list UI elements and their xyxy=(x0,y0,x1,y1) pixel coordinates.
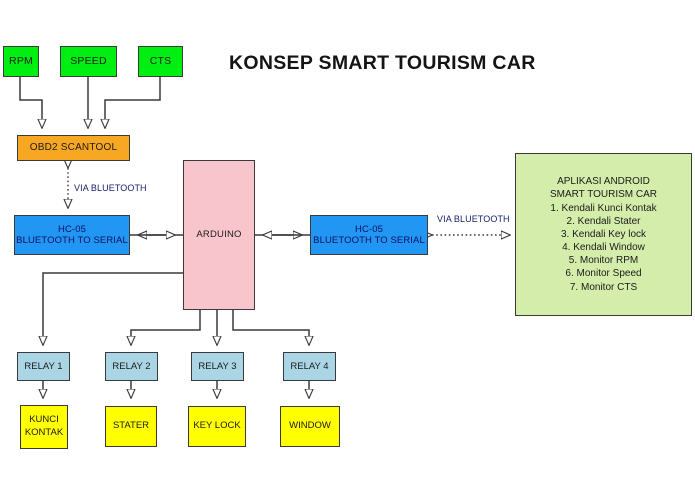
actuator-label-window: WINDOW xyxy=(289,420,331,432)
wire-label-scantool-bluetooth: VIA BLUETOOTH xyxy=(74,183,147,193)
arduino-label: ARDUINO xyxy=(196,229,242,241)
hc05-left-line1: HC-05 xyxy=(58,223,86,235)
obd2-scantool-box[interactable]: OBD2 SCANTOOL xyxy=(17,135,130,161)
app-heading-1: APLIKASI ANDROID xyxy=(557,176,650,188)
obd2-scantool-label: OBD2 SCANTOOL xyxy=(29,142,118,154)
arduino-box[interactable]: ARDUINO xyxy=(183,160,255,310)
page-title: KONSEP SMART TOURISM CAR xyxy=(229,52,536,74)
app-feature-7: 7. Monitor CTS xyxy=(569,281,638,293)
relay-label-2: RELAY 2 xyxy=(112,360,151,372)
relay-label-1: RELAY 1 xyxy=(24,360,63,372)
app-heading-2: SMART TOURISM CAR xyxy=(549,189,658,201)
app-feature-1: 1. Kendali Kunci Kontak xyxy=(550,202,657,214)
actuator-box-stater[interactable]: STATER xyxy=(105,406,157,447)
sensor-label-speed: SPEED xyxy=(70,55,107,68)
sensor-box-speed[interactable]: SPEED xyxy=(60,46,117,77)
relay-box-2[interactable]: RELAY 2 xyxy=(105,352,158,381)
sensor-box-rpm[interactable]: RPM xyxy=(3,46,39,77)
actuator-box-window[interactable]: WINDOW xyxy=(280,406,340,447)
relay-label-3: RELAY 3 xyxy=(198,360,237,372)
app-feature-2: 2. Kendali Stater xyxy=(566,215,641,227)
relay-box-1[interactable]: RELAY 1 xyxy=(17,352,70,381)
wire-label-bluetooth-app: VIA BLUETOOTH xyxy=(437,214,510,224)
relay-label-4: RELAY 4 xyxy=(290,360,329,372)
app-feature-6: 6. Monitor Speed xyxy=(565,268,642,280)
relay-box-3[interactable]: RELAY 3 xyxy=(191,352,244,381)
actuator-label-kontak: KONTAK xyxy=(24,427,64,438)
hc05-right-line1: HC-05 xyxy=(355,223,383,235)
actuator-label-kunci: KUNCI xyxy=(29,414,59,426)
hc05-right-line2: BLUETOOTH TO SERIAL xyxy=(313,235,425,246)
hc05-bluetooth-left-box[interactable]: HC-05 BLUETOOTH TO SERIAL xyxy=(14,215,130,255)
app-feature-4: 4. Kendali Window xyxy=(562,242,645,254)
app-feature-3: 3. Kendali Key lock xyxy=(560,228,647,240)
actuator-box-key-lock[interactable]: KEY LOCK xyxy=(188,406,246,447)
actuator-label-stater: STATER xyxy=(112,420,150,432)
sensor-box-cts[interactable]: CTS xyxy=(138,46,183,77)
sensor-label-cts: CTS xyxy=(149,55,172,68)
actuator-label-key-lock: KEY LOCK xyxy=(193,420,241,432)
hc05-bluetooth-right-box[interactable]: HC-05 BLUETOOTH TO SERIAL xyxy=(310,215,428,255)
android-app-box[interactable]: APLIKASI ANDROID SMART TOURISM CAR 1. Ke… xyxy=(515,153,692,316)
actuator-box-kunci-kontak[interactable]: KUNCI KONTAK xyxy=(20,405,68,449)
sensor-label-rpm: RPM xyxy=(9,55,33,68)
relay-box-4[interactable]: RELAY 4 xyxy=(283,352,336,381)
app-feature-5: 5. Monitor RPM xyxy=(568,255,639,267)
hc05-left-line2: BLUETOOTH TO SERIAL xyxy=(16,235,128,246)
